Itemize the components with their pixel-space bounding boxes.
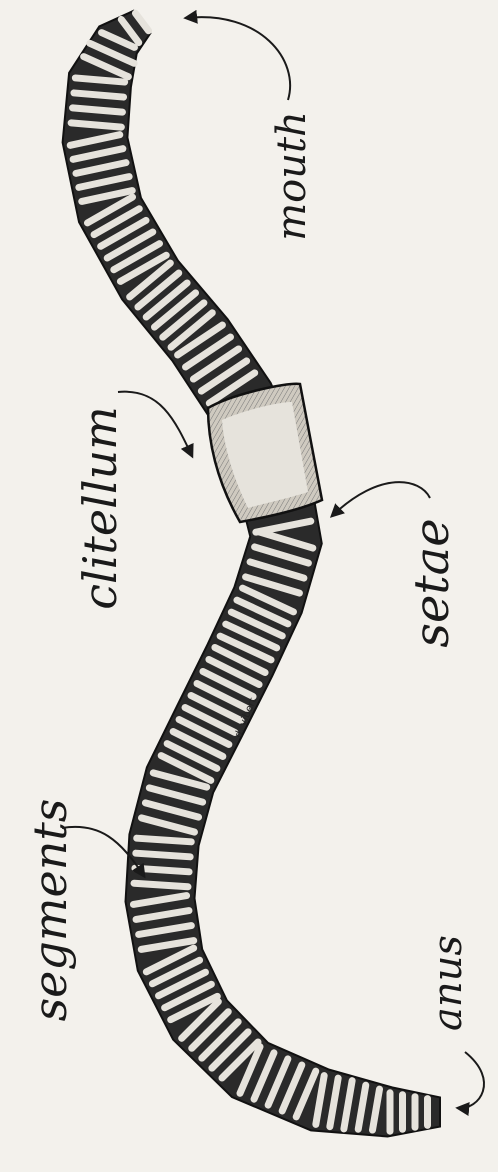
clitellum-leader-arrow — [118, 392, 192, 456]
segment-ring — [136, 853, 190, 857]
segment-ring — [74, 93, 124, 97]
segments-label: segments — [23, 799, 77, 1022]
mouth-label: mouth — [269, 111, 315, 241]
segment-ring — [73, 108, 123, 112]
clitellum-label: clitellum — [73, 406, 127, 610]
segment-ring — [135, 868, 189, 872]
anus-label: anus — [425, 935, 471, 1031]
setae-label: setae — [404, 518, 460, 647]
segment-ring — [137, 838, 192, 842]
setae-leader-arrow — [332, 482, 430, 516]
mouth-leader-arrow — [186, 17, 290, 100]
segment-ring — [75, 78, 124, 82]
segment-ring — [134, 883, 188, 887]
anus-leader-arrow — [458, 1052, 484, 1108]
segment-ring — [71, 123, 121, 127]
